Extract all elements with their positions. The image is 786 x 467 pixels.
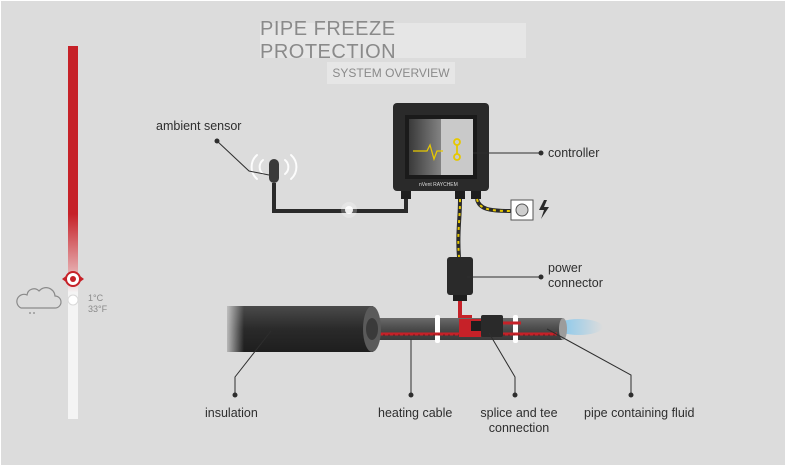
pipe-leader: [546, 328, 632, 395]
lightning-icon: [539, 200, 549, 219]
power-connector: [447, 257, 473, 301]
fluid-flow: [555, 319, 603, 335]
controller-brand: nVent RAYCHEM: [419, 182, 458, 188]
ambient-sensor: [250, 154, 408, 218]
label-splice-tee: splice and tee connection: [480, 406, 558, 435]
ambient-sensor-leader: [216, 140, 270, 176]
temperature-readout: 1°C 33°F: [88, 293, 107, 315]
page-subtitle: SYSTEM OVERVIEW: [327, 62, 455, 84]
power-plug-icon: [510, 199, 534, 221]
insulation-leader: [234, 330, 272, 395]
label-power-connector: power connector: [548, 261, 603, 290]
page-title: PIPE FREEZE PROTECTION: [260, 18, 526, 63]
label-insulation: insulation: [205, 406, 258, 420]
label-ambient-sensor: ambient sensor: [156, 119, 242, 133]
label-controller: controller: [548, 146, 600, 160]
cloud-icon: [16, 287, 62, 314]
temperature-fahrenheit: 33°F: [88, 304, 108, 314]
splice-leader: [488, 332, 516, 395]
temperature-celsius: 1°C: [88, 293, 104, 303]
splice-tee-connection: [459, 315, 503, 337]
thermometer-slider[interactable]: [62, 46, 84, 419]
insulation: [223, 304, 381, 354]
controller-unit: [393, 103, 489, 199]
label-heating-cable: heating cable: [378, 406, 453, 420]
label-pipe: pipe containing fluid: [584, 406, 695, 420]
